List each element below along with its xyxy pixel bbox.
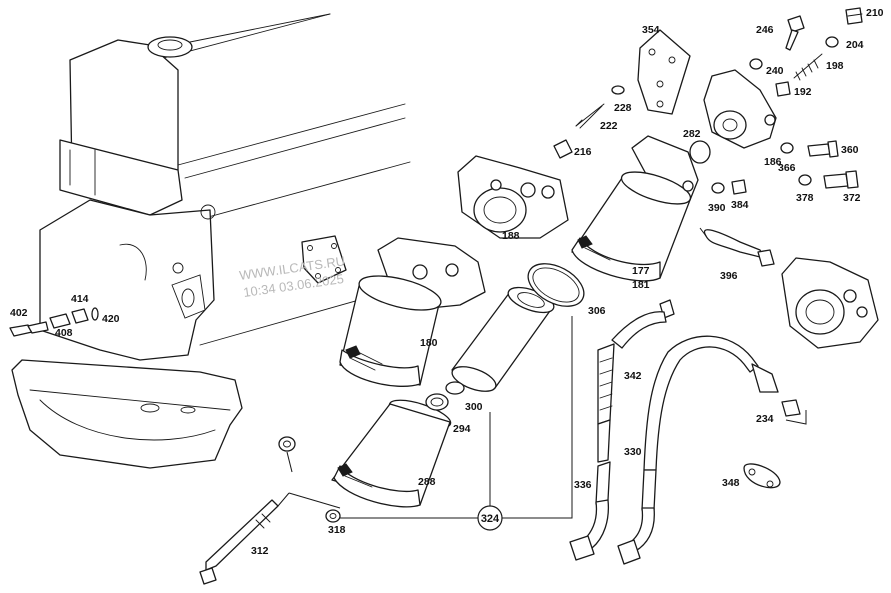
callout-366[interactable]: 366 (778, 162, 796, 174)
callout-300[interactable]: 300 (465, 401, 483, 413)
callout-240[interactable]: 240 (766, 65, 784, 77)
callout-288[interactable]: 288 (418, 476, 436, 488)
bolt-372 (823, 170, 859, 189)
spring-198 (793, 53, 823, 81)
fitting-414 (71, 308, 89, 324)
engine-block (11, 13, 413, 469)
callout-390[interactable]: 390 (708, 202, 726, 214)
callout-222[interactable]: 222 (600, 120, 618, 132)
union-234 (781, 399, 801, 417)
callout-408[interactable]: 408 (55, 327, 73, 339)
callout-210[interactable]: 210 (866, 7, 884, 19)
plug-216 (553, 139, 573, 159)
washer-390 (711, 182, 725, 194)
small-gasket-plate (301, 235, 347, 284)
filter-bowl-288 (331, 399, 452, 508)
washer-318 (325, 509, 341, 523)
cooler-flange (781, 257, 879, 349)
callout-312[interactable]: 312 (251, 545, 269, 557)
callout-216[interactable]: 216 (574, 146, 592, 158)
callout-420[interactable]: 420 (102, 313, 120, 325)
washer-228 (611, 85, 625, 95)
plug-210 (845, 7, 863, 25)
seal-300 (445, 381, 465, 395)
ring-282 (689, 140, 711, 164)
callout-234[interactable]: 234 (756, 413, 774, 425)
callout-177[interactable]: 177 (632, 265, 650, 277)
callout-198[interactable]: 198 (826, 60, 844, 72)
washer-240 (749, 58, 763, 70)
nut-384 (731, 179, 747, 195)
spring-222 (575, 103, 605, 129)
filter-assembly-177 (571, 135, 699, 282)
callout-378[interactable]: 378 (796, 192, 814, 204)
gasket-348 (743, 463, 781, 489)
washer-366 (780, 142, 794, 154)
hose-330 (617, 335, 779, 565)
washer-378 (798, 174, 812, 186)
callout-336[interactable]: 336 (574, 479, 592, 491)
callout-282[interactable]: 282 (683, 128, 701, 140)
callout-318[interactable]: 318 (328, 524, 346, 536)
callout-396[interactable]: 396 (720, 270, 738, 282)
plug-192 (775, 81, 791, 97)
valve-body-186 (703, 69, 777, 149)
callout-228[interactable]: 228 (614, 102, 632, 114)
callout-348[interactable]: 348 (722, 477, 740, 489)
callout-360[interactable]: 360 (841, 144, 859, 156)
filter-housing-180 (339, 237, 486, 387)
callout-402[interactable]: 402 (10, 307, 28, 319)
callout-330[interactable]: 330 (624, 446, 642, 458)
ring-204 (825, 36, 839, 48)
callout-246[interactable]: 246 (756, 24, 774, 36)
hose-336 (569, 461, 611, 561)
filter-head-188 (457, 155, 569, 239)
callout-294[interactable]: 294 (453, 423, 471, 435)
hub-callout-circle (477, 505, 503, 531)
fitting-408 (49, 313, 71, 329)
callout-372[interactable]: 372 (843, 192, 861, 204)
bolt-360 (807, 140, 839, 158)
bolt-312 (199, 499, 279, 585)
callout-192[interactable]: 192 (794, 86, 812, 98)
callout-342[interactable]: 342 (624, 370, 642, 382)
bolt-246 (785, 15, 805, 51)
callout-306[interactable]: 306 (588, 305, 606, 317)
hose-342 (597, 299, 675, 463)
fitting-402 (9, 321, 49, 337)
leader-lines (277, 227, 807, 519)
callout-188[interactable]: 188 (502, 230, 520, 242)
washer-top (278, 436, 296, 452)
seal-294 (425, 393, 449, 411)
callout-414[interactable]: 414 (71, 293, 89, 305)
callout-204[interactable]: 204 (846, 39, 864, 51)
hub-callout-label[interactable]: 324 (481, 513, 500, 525)
pipe-396 (703, 229, 775, 267)
callout-354[interactable]: 354 (642, 24, 660, 36)
callout-384[interactable]: 384 (731, 199, 749, 211)
flange-plate-354 (637, 29, 691, 115)
washer-420 (91, 307, 99, 321)
filter-element (451, 286, 555, 392)
callout-180[interactable]: 180 (420, 337, 438, 349)
callout-181[interactable]: 181 (632, 279, 650, 291)
callout-186[interactable]: 186 (764, 156, 782, 168)
o-ring-306 (527, 263, 585, 307)
